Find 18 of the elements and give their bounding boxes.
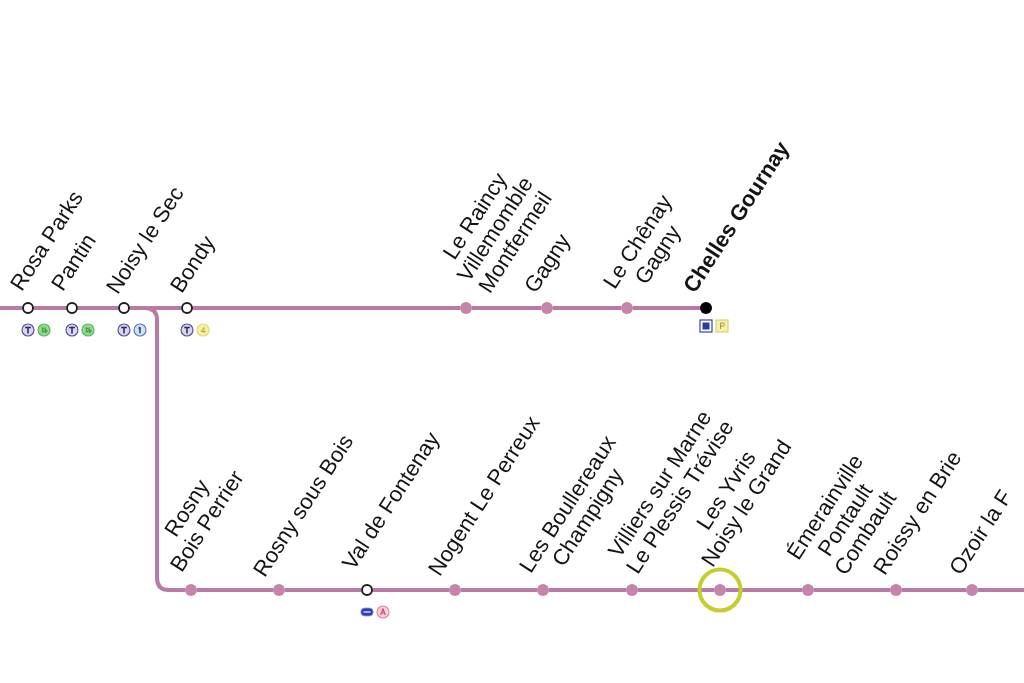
rail-line [34, 306, 66, 310]
rail-line [638, 588, 714, 592]
rail-line [978, 588, 1024, 592]
rail-line [472, 306, 541, 310]
rail-line [633, 306, 700, 310]
rail-line [902, 588, 966, 592]
rail-line [0, 306, 22, 310]
rail-line [197, 588, 273, 592]
rail-line [373, 588, 449, 592]
rail-line [553, 306, 621, 310]
rail-line [814, 588, 890, 592]
rail-line [549, 588, 626, 592]
rail-line [285, 588, 361, 592]
rail-line [193, 306, 460, 310]
rail-line [78, 306, 118, 310]
rail-line [130, 306, 185, 592]
rail-line [461, 588, 537, 592]
rail-line [726, 588, 802, 592]
